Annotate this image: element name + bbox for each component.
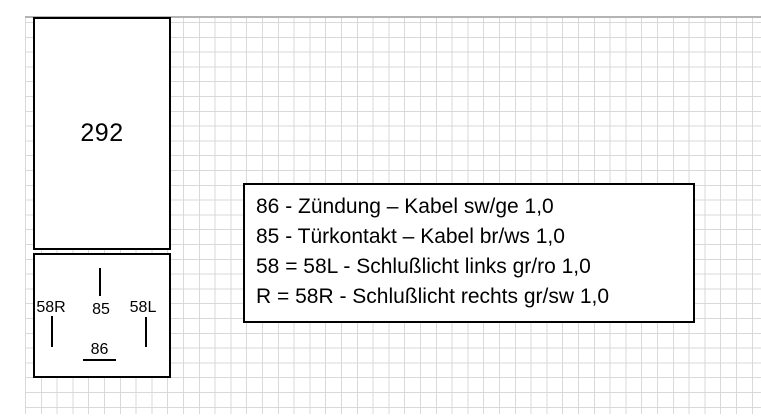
pin-label-85: 85 — [92, 301, 110, 318]
legend-line-58r: R = 58R - Schlußlicht rechts gr/sw 1,0 — [256, 285, 610, 308]
legend-box: 86 - Zündung – Kabel sw/ge 1,0 85 - Türk… — [243, 183, 695, 323]
pin-label-86: 86 — [90, 341, 109, 358]
pin-58l-lead-line — [145, 317, 147, 347]
legend-line-58l: 58 = 58L - Schlußlicht links gr/ro 1,0 — [256, 255, 591, 278]
pin-label-58r: 58R — [36, 299, 66, 316]
relay-part-number: 292 — [80, 119, 124, 147]
pin-label-58l: 58L — [129, 299, 157, 316]
pin-58r-lead-line — [51, 316, 53, 347]
pin-85-lead-line — [99, 268, 101, 296]
relay-body-outline: 292 — [33, 17, 171, 250]
pin-86-contact-line — [83, 359, 116, 361]
relay-pin-section: 58R 85 58L 86 — [33, 253, 171, 378]
legend-line-85: 85 - Türkontakt – Kabel br/ws 1,0 — [256, 225, 565, 248]
legend-line-86: 86 - Zündung – Kabel sw/ge 1,0 — [256, 195, 554, 218]
